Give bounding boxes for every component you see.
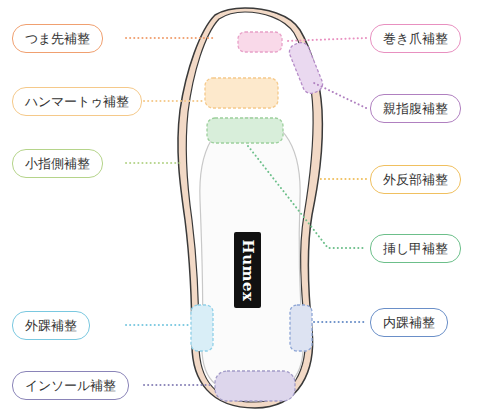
label-text: 巻き爪補整 bbox=[383, 32, 448, 45]
heel-cup bbox=[200, 118, 303, 394]
correction-areas bbox=[191, 32, 325, 401]
leader-line bbox=[285, 38, 366, 41]
leader-line bbox=[314, 321, 366, 323]
label-text: 外反部補整 bbox=[383, 173, 448, 186]
callout-box: 内踝補整 bbox=[370, 308, 448, 337]
label-text: 小指側補整 bbox=[25, 157, 90, 170]
insole-surface bbox=[186, 12, 313, 402]
callout-box: 親指腹補整 bbox=[370, 94, 461, 123]
label-text: 外踝補整 bbox=[25, 319, 77, 332]
callout-box: 外踝補整 bbox=[12, 311, 90, 340]
outer-ankle-area bbox=[191, 305, 213, 351]
callout-box: ハンマートゥ補整 bbox=[12, 87, 142, 116]
big-toe-area bbox=[287, 40, 325, 96]
leader-line bbox=[126, 162, 182, 164]
hammertoe-area bbox=[205, 78, 278, 108]
callout-box: 挿し甲補整 bbox=[370, 234, 461, 263]
label-text: インソール補整 bbox=[25, 379, 116, 392]
leader-line bbox=[312, 82, 366, 108]
inner-ankle-area bbox=[290, 305, 312, 351]
label-text: 挿し甲補整 bbox=[383, 242, 448, 255]
leader-line bbox=[320, 178, 366, 180]
leader-line bbox=[144, 100, 203, 102]
label-text: つま先補整 bbox=[25, 32, 90, 45]
callout-box: 巻き爪補整 bbox=[370, 24, 461, 53]
leader-line bbox=[248, 146, 366, 248]
callout-box: つま先補整 bbox=[12, 24, 103, 53]
label-text: 内踝補整 bbox=[383, 316, 435, 329]
callout-box: 外反部補整 bbox=[370, 165, 461, 194]
insole-area bbox=[215, 371, 295, 401]
callout-box: 小指側補整 bbox=[12, 149, 103, 178]
leader-lines bbox=[126, 38, 366, 385]
label-text: 親指腹補整 bbox=[383, 102, 448, 115]
leader-line bbox=[144, 384, 213, 386]
little-toe-area bbox=[207, 118, 283, 143]
ingrown-nail-area bbox=[238, 32, 282, 52]
leader-line bbox=[126, 324, 189, 326]
callout-box: インソール補整 bbox=[12, 371, 129, 400]
label-text: Humex bbox=[240, 239, 255, 301]
brand-logo: Humex bbox=[234, 232, 261, 308]
leader-line bbox=[126, 37, 213, 39]
label-text: ハンマートゥ補整 bbox=[25, 95, 129, 108]
